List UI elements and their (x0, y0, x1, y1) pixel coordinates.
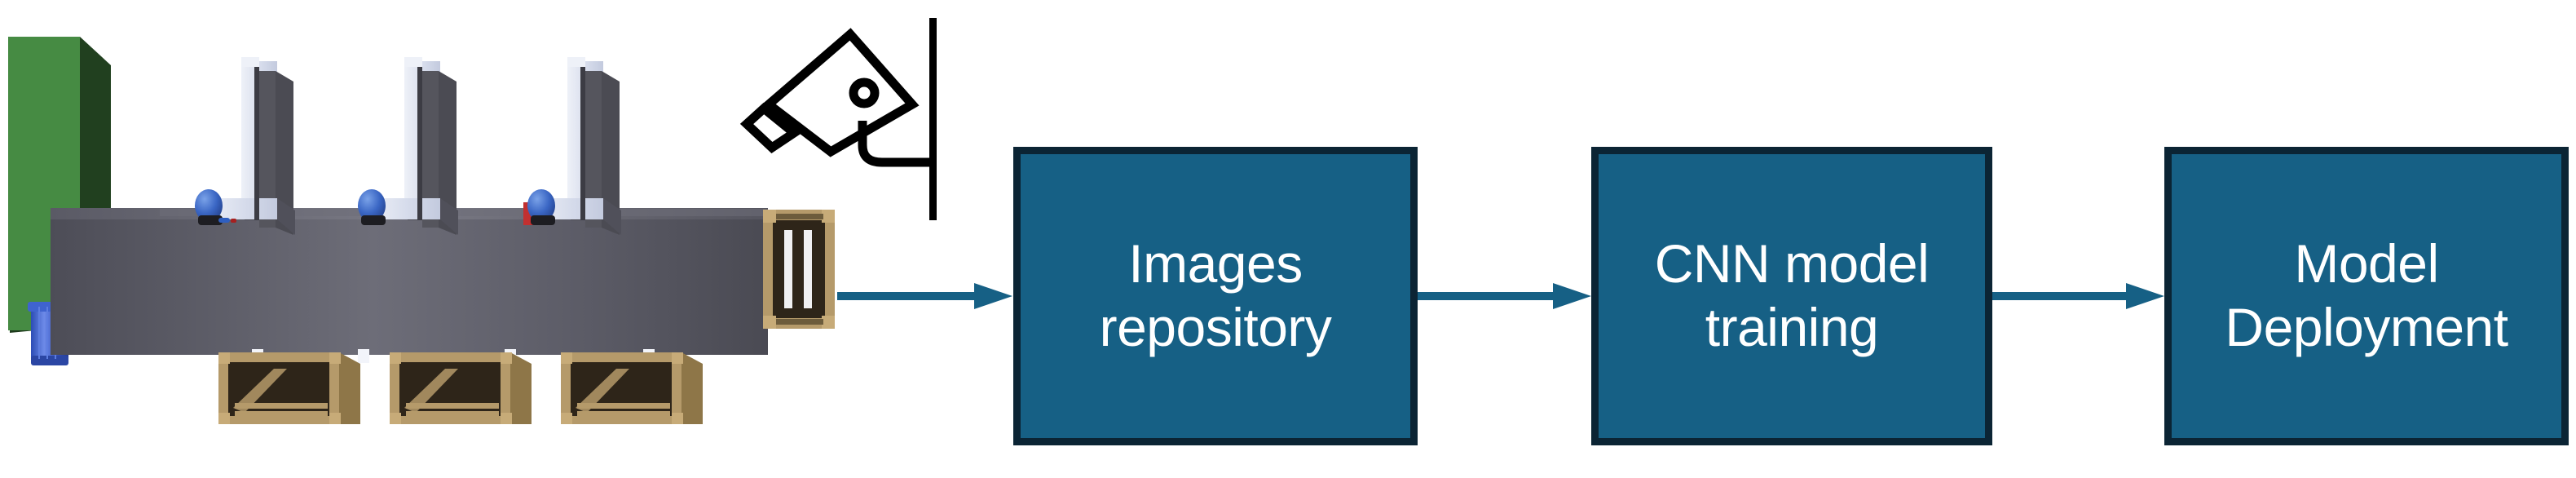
node-cnn-model-training[interactable]: CNN model training (1591, 147, 1992, 445)
blue-sensor-head (195, 189, 555, 225)
lens-dot (849, 77, 880, 108)
lens-hood (739, 102, 802, 153)
conveyor-belt-body (51, 208, 768, 355)
node-images-repository[interactable]: Images repository (1013, 147, 1418, 445)
arrow-cnn-to-deployment (1989, 283, 2164, 309)
conveyor-line-illustration (8, 37, 835, 424)
wall-pole (929, 18, 937, 220)
mount-arm (858, 121, 934, 167)
node-cnn-model-training-label: CNN model training (1654, 233, 1930, 357)
camera-body (761, 28, 920, 157)
arrow-conveyor-to-images (837, 283, 1012, 309)
node-model-deployment-label: Model Deployment (2225, 233, 2508, 357)
arrow-images-to-cnn (1414, 283, 1591, 309)
cardboard-crate (218, 210, 835, 424)
security-camera-icon (739, 18, 937, 220)
node-model-deployment[interactable]: Model Deployment (2164, 147, 2569, 445)
node-images-repository-label: Images repository (1099, 233, 1332, 357)
white-gantry-post (204, 57, 621, 235)
